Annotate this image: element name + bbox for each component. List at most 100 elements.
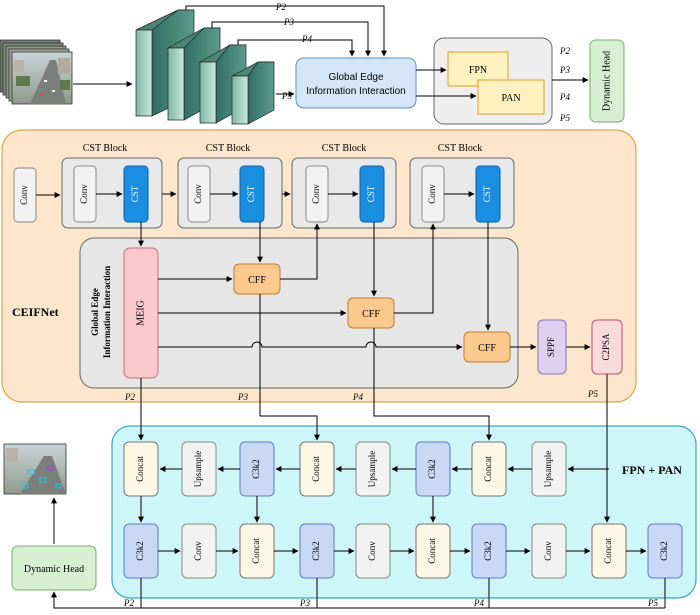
backbone-feature-maps bbox=[135, 9, 275, 125]
dynamic-head-bottom: Dynamic Head bbox=[11, 545, 97, 591]
label-p5-ceifnet: P5 bbox=[587, 389, 598, 399]
svg-text:Dynamic Head: Dynamic Head bbox=[601, 51, 612, 111]
svg-text:Information Interaction: Information Interaction bbox=[102, 266, 112, 358]
sppf-box: SPPF bbox=[537, 319, 567, 375]
concat-b3: Concat bbox=[591, 523, 627, 579]
c3k2-t1: C3k2 bbox=[239, 441, 275, 497]
cff-3: CFF bbox=[463, 331, 511, 363]
label-p2-neck: P2 bbox=[559, 46, 570, 56]
svg-text:CST: CST bbox=[130, 185, 140, 202]
neck-overview: FPN PAN bbox=[433, 37, 553, 125]
drone-image-icon bbox=[11, 51, 73, 105]
feature-map-4 bbox=[231, 61, 275, 125]
svg-text:CST: CST bbox=[482, 185, 492, 202]
svg-text:Concat: Concat bbox=[603, 538, 613, 564]
svg-text:C3k2: C3k2 bbox=[251, 459, 261, 479]
svg-text:Information Interaction: Information Interaction bbox=[306, 86, 406, 97]
pan-label: PAN bbox=[501, 93, 520, 104]
concat-t2: Concat bbox=[299, 441, 335, 497]
upsample-t2: Upsample bbox=[355, 441, 391, 497]
c3k2-b2: C3k2 bbox=[299, 523, 335, 579]
svg-text:Conv: Conv bbox=[79, 184, 89, 204]
c3k2-b3: C3k2 bbox=[471, 523, 507, 579]
conv-b2: Conv bbox=[355, 523, 391, 579]
svg-text:Upsample: Upsample bbox=[193, 451, 203, 488]
neck-connections bbox=[51, 294, 666, 609]
svg-text:C2PSA: C2PSA bbox=[601, 333, 611, 361]
svg-text:Concat: Concat bbox=[427, 538, 437, 564]
svg-text:Concat: Concat bbox=[135, 456, 145, 482]
svg-text:CST: CST bbox=[246, 185, 256, 202]
label-p5-backbone: P5 bbox=[281, 91, 292, 101]
conv-b1: Conv bbox=[181, 523, 217, 579]
svg-text:Upsample: Upsample bbox=[543, 451, 553, 488]
svg-text:Conv: Conv bbox=[311, 184, 321, 204]
svg-text:MEIG: MEIG bbox=[135, 300, 146, 326]
cff-1: CFF bbox=[233, 263, 281, 295]
label-p5-output: P5 bbox=[647, 598, 658, 608]
neck-bottom-row: C3k2 Conv Concat C3k2 Conv Concat C3k2 C… bbox=[123, 523, 683, 579]
fpn-label: FPN bbox=[469, 65, 487, 76]
label-p2-backbone: P2 bbox=[275, 2, 286, 12]
input-image-stack bbox=[0, 39, 73, 105]
pan-box bbox=[477, 79, 545, 115]
geii-box: Global Edge Information Interaction bbox=[295, 57, 417, 109]
svg-text:C3k2: C3k2 bbox=[135, 541, 145, 561]
detection-result-image bbox=[3, 443, 67, 495]
svg-text:Conv: Conv bbox=[367, 541, 377, 561]
neck-top-row: Concat Upsample C3k2 Concat Upsample C3k… bbox=[123, 441, 567, 497]
cst-block-1: CST Block Conv CST bbox=[61, 143, 163, 229]
cst-block-2: CST Block Conv CST bbox=[177, 143, 283, 229]
label-p2-output: P2 bbox=[123, 598, 134, 608]
concat-b2: Concat bbox=[415, 523, 451, 579]
fpn-pan-title: FPN + PAN bbox=[622, 463, 682, 477]
svg-text:Conv: Conv bbox=[193, 184, 203, 204]
label-p4-backbone: P4 bbox=[301, 34, 312, 44]
label-p3-ceifnet: P3 bbox=[237, 392, 248, 402]
meig-box: MEIG bbox=[123, 247, 159, 379]
svg-text:CFF: CFF bbox=[362, 309, 380, 320]
label-p3-output: P3 bbox=[299, 598, 310, 608]
svg-text:Dynamic Head: Dynamic Head bbox=[24, 564, 84, 575]
svg-text:Conv: Conv bbox=[543, 541, 553, 561]
svg-text:Concat: Concat bbox=[251, 538, 261, 564]
c2psa-box: C2PSA bbox=[591, 319, 623, 375]
svg-text:C3k2: C3k2 bbox=[311, 541, 321, 561]
svg-text:SPPF: SPPF bbox=[546, 337, 556, 357]
svg-text:Concat: Concat bbox=[483, 456, 493, 482]
svg-text:C3k2: C3k2 bbox=[659, 541, 669, 561]
svg-text:Conv: Conv bbox=[427, 184, 437, 204]
svg-text:CST Block: CST Block bbox=[206, 143, 251, 154]
svg-text:Conv: Conv bbox=[193, 541, 203, 561]
stem-conv: Conv bbox=[13, 167, 37, 223]
dynamic-head-top: Dynamic Head bbox=[589, 39, 625, 123]
backbone-p-connections bbox=[185, 5, 387, 97]
label-p2-ceifnet: P2 bbox=[124, 392, 135, 402]
svg-text:CST Block: CST Block bbox=[83, 143, 128, 154]
svg-text:C3k2: C3k2 bbox=[427, 459, 437, 479]
c3k2-b1: C3k2 bbox=[123, 523, 159, 579]
c3k2-t2: C3k2 bbox=[415, 441, 451, 497]
label-p3-neck: P3 bbox=[559, 65, 570, 75]
label-p4-neck: P4 bbox=[559, 92, 570, 102]
svg-text:Upsample: Upsample bbox=[367, 451, 377, 488]
upsample-t3: Upsample bbox=[531, 441, 567, 497]
cff-2: CFF bbox=[347, 297, 395, 329]
conv-b3: Conv bbox=[531, 523, 567, 579]
svg-text:Global Edge: Global Edge bbox=[328, 72, 383, 83]
svg-text:Conv: Conv bbox=[19, 185, 29, 205]
svg-text:C3k2: C3k2 bbox=[483, 541, 493, 561]
ceifnet-title: CEIFNet bbox=[12, 305, 59, 319]
concat-b1: Concat bbox=[239, 523, 275, 579]
feature-map-3 bbox=[198, 44, 248, 124]
concat-t3: Concat bbox=[471, 441, 507, 497]
concat-t1: Concat bbox=[123, 441, 159, 497]
c3k2-b4: C3k2 bbox=[647, 523, 683, 579]
svg-text:Concat: Concat bbox=[311, 456, 321, 482]
upsample-t1: Upsample bbox=[181, 441, 217, 497]
svg-text:CST: CST bbox=[366, 185, 376, 202]
label-p5-neck: P5 bbox=[559, 113, 570, 123]
ceifnet-connections bbox=[158, 222, 591, 350]
cst-block-4: CST Block Conv CST bbox=[409, 143, 515, 229]
